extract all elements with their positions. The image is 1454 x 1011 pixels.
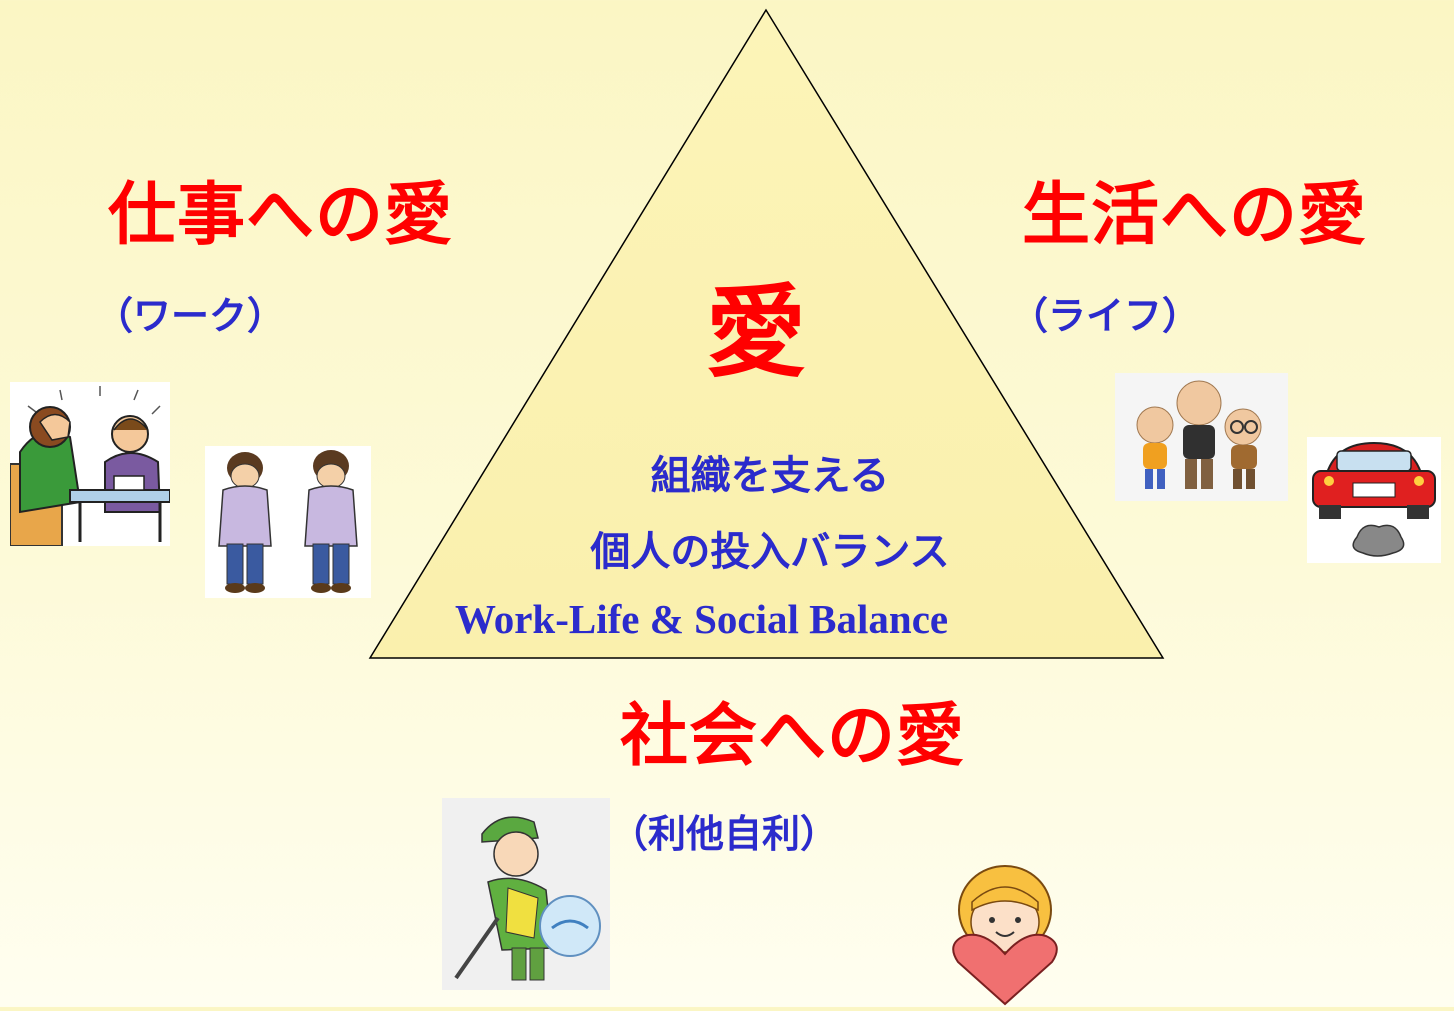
girl-heart-icon (942, 858, 1068, 1007)
center-english: Work-Life & Social Balance (455, 596, 949, 642)
bowing-workers-icon (205, 446, 371, 598)
car-icon (1307, 437, 1441, 563)
society-heading: 社会への愛 (620, 697, 966, 776)
society-sub: （利他自利） (610, 812, 839, 856)
center-line-2: 個人の投入バランス (590, 529, 950, 575)
center-love-title: 愛 (706, 274, 807, 391)
work-sub: （ワーク） (95, 294, 286, 338)
life-heading: 生活への愛 (1022, 176, 1368, 255)
family-figures-icon (1115, 373, 1288, 501)
volunteer-cleanup-icon (442, 798, 610, 990)
meeting-illustration-icon (9, 382, 171, 547)
life-sub: （ライフ） (1010, 294, 1201, 338)
center-line-1: 組織を支える (650, 453, 890, 499)
work-heading: 仕事への愛 (108, 176, 454, 255)
